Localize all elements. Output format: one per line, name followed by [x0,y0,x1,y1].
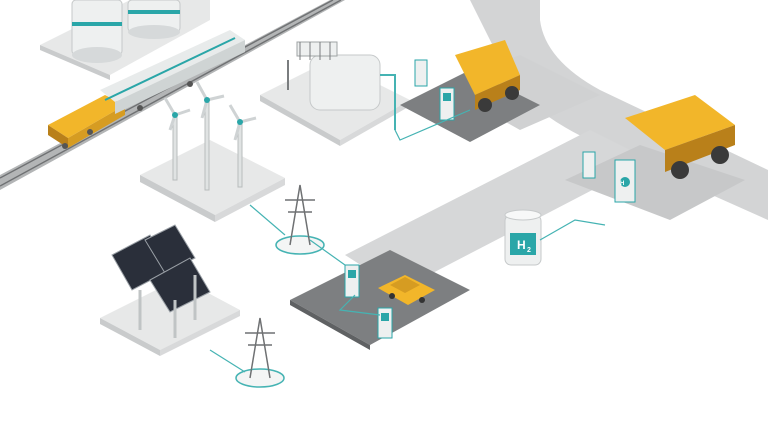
wind-turbine-icon [228,104,257,188]
train-icon [48,30,245,149]
fuel-pump-icon: H [614,159,636,203]
charging-station-icon [414,59,428,87]
solar-farm [100,224,240,356]
mining-truck-icon [625,95,735,179]
charging-pad [290,250,470,350]
loader-pad [400,40,540,142]
wind-farm [140,81,285,222]
loader-icon [455,40,520,112]
fuel-pump-icon [439,87,455,121]
hydrogen-tank-subscript: 2 [527,247,531,254]
pump-mark: H [620,181,624,187]
transmission-tower-icon [235,317,285,388]
power-cables [209,109,606,373]
car-icon [378,275,435,305]
charging-station-icon [344,264,360,298]
solar-panel-icon [111,224,211,338]
storage-tank-icon [40,0,210,80]
electrolyzer-icon [260,41,410,146]
wind-turbine-icon [163,97,191,181]
charging-station-icon [377,307,393,339]
hydrogen-tank-label: H [517,238,526,252]
wind-turbine-icon [195,81,225,191]
hydrogen-tank-icon: H 2 [504,209,542,266]
charging-station-icon [582,151,596,179]
transmission-tower-icon [275,184,325,255]
mining-truck-pad: H [565,95,745,220]
